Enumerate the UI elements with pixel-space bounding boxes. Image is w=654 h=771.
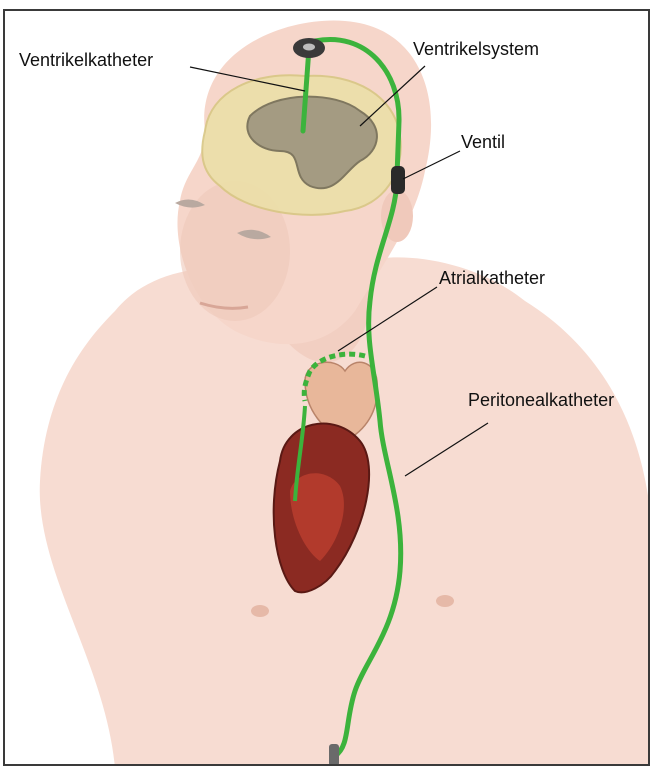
label-ventrikelsystem: Ventrikelsystem <box>413 40 539 58</box>
figure-frame: Ventrikelkatheter Ventrikelsystem Ventil… <box>3 9 650 766</box>
catheter-tip-icon <box>329 744 339 766</box>
anatomy-illustration <box>5 11 650 766</box>
valve-icon <box>391 166 405 194</box>
label-ventrikelkatheter: Ventrikelkatheter <box>19 51 153 69</box>
nipple-left <box>251 605 269 617</box>
nipple-right <box>436 595 454 607</box>
shunt-reservoir-icon <box>293 38 325 58</box>
label-ventil: Ventil <box>461 133 505 151</box>
label-atrialkatheter: Atrialkatheter <box>439 269 545 287</box>
label-peritonealkatheter: Peritonealkatheter <box>468 391 614 409</box>
